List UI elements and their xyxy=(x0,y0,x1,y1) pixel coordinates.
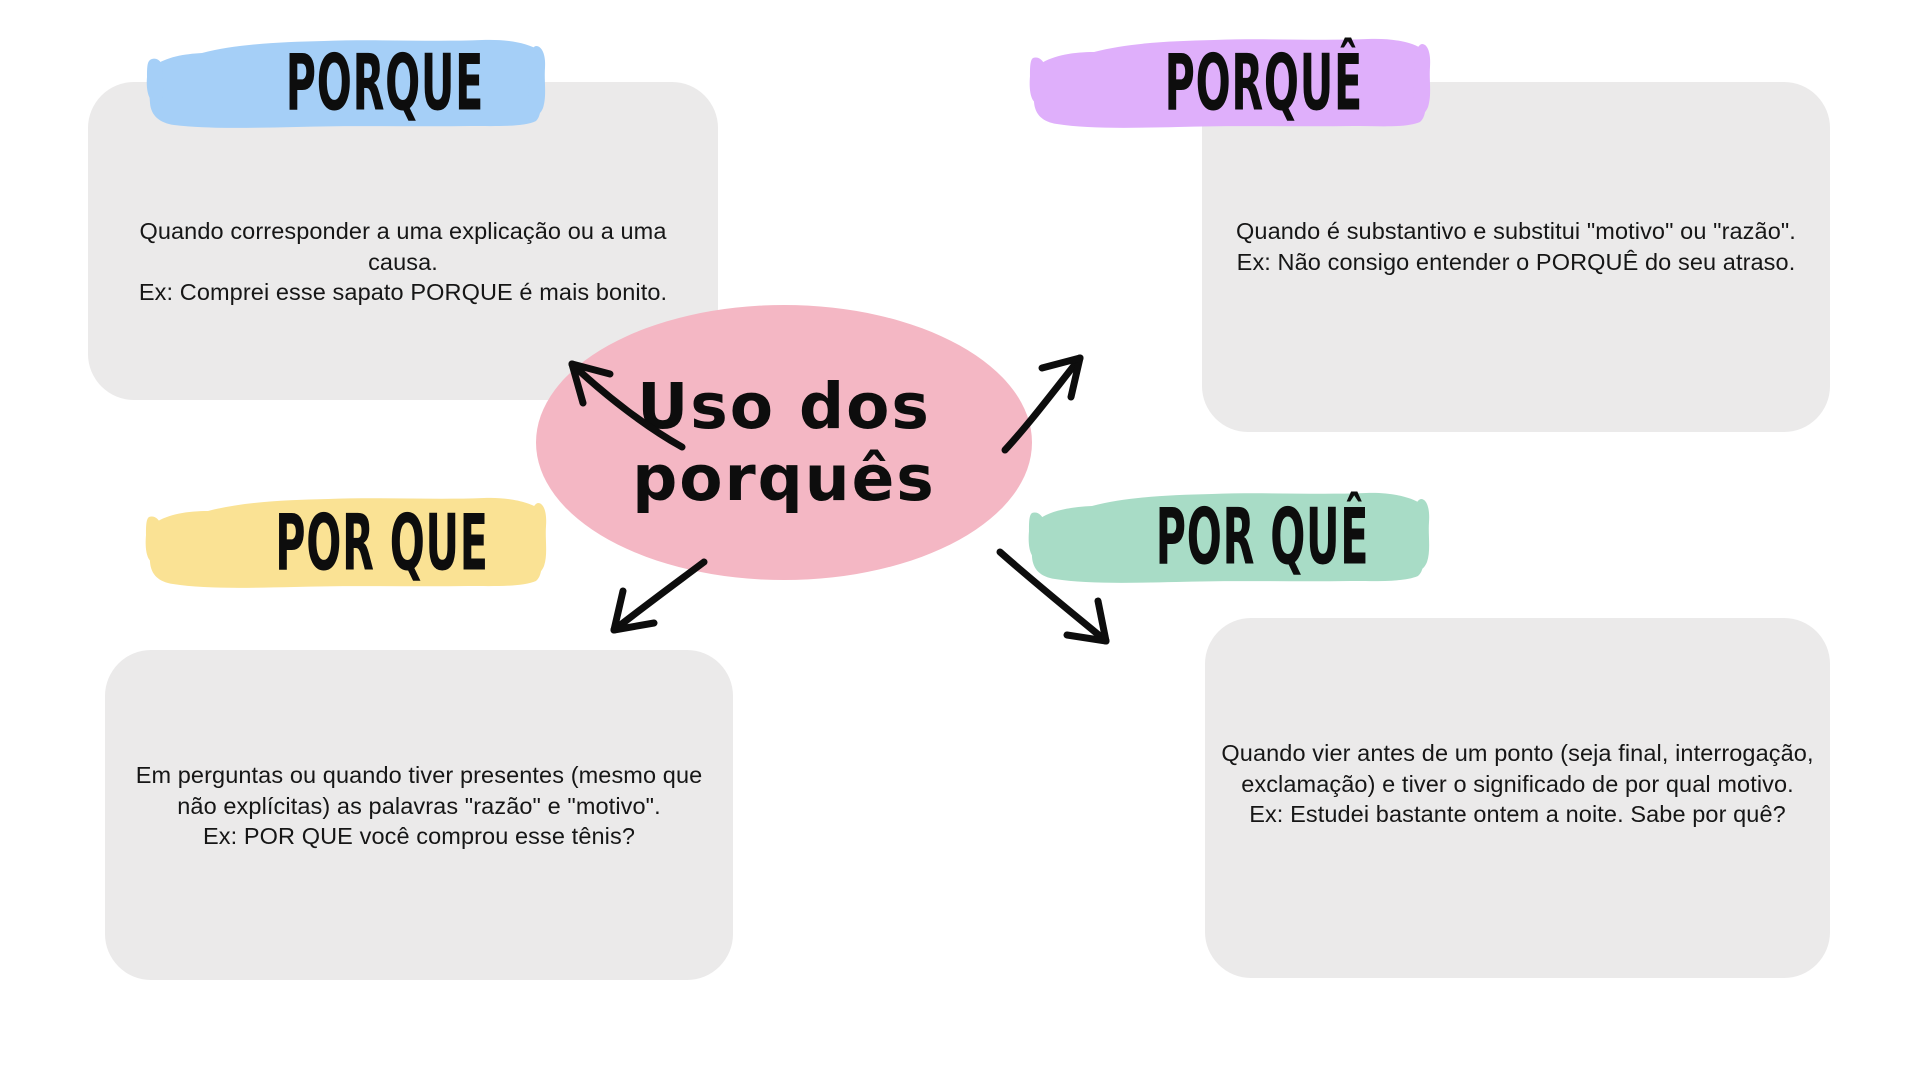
arrow-to-top-left xyxy=(568,360,686,451)
card-por-que: Em perguntas ou quando tiver presentes (… xyxy=(105,650,733,980)
card-porque-body: Quando corresponder a uma explicação ou … xyxy=(138,218,668,306)
arrow-to-top-right xyxy=(1001,354,1084,454)
page-title: Uso dos porquês xyxy=(632,369,936,515)
card-por-que-body: Em perguntas ou quando tiver presentes (… xyxy=(135,762,703,850)
arrow-to-bottom-left xyxy=(610,558,708,634)
center-ellipse-shape xyxy=(536,305,1032,580)
center-node: Uso dos porquês xyxy=(536,305,1032,580)
card-por-quee-body: Quando vier antes de um ponto (seja fina… xyxy=(1221,740,1814,828)
card-porque: Quando corresponder a uma explicação ou … xyxy=(88,82,718,400)
card-porquee: Quando é substantivo e substitui "motivo… xyxy=(1202,82,1830,432)
card-por-quee: Quando vier antes de um ponto (seja fina… xyxy=(1205,618,1830,978)
arrow-to-bottom-right xyxy=(996,548,1110,645)
card-porquee-body: Quando é substantivo e substitui "motivo… xyxy=(1236,218,1796,275)
